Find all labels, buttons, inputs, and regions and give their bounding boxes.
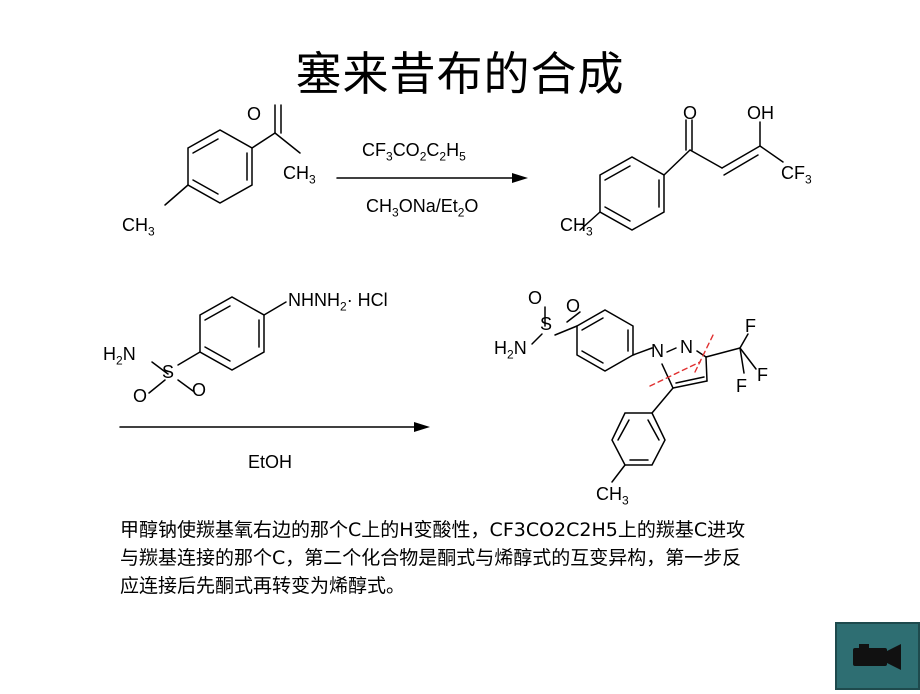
reagent-above-arrow-1: CF3CO2C2H5 — [362, 140, 466, 164]
pyrazole-n1-label: N — [651, 341, 664, 361]
celecoxib-amine-label: H2N — [494, 338, 527, 362]
reactant-molecule — [164, 104, 301, 206]
solvent-label: EtOH — [248, 452, 293, 472]
sulfonyl-oxygen-1-label: O — [133, 386, 148, 406]
celecoxib-methyl-label: CH3 — [596, 484, 629, 508]
fluorine-1-label: F — [745, 316, 756, 336]
enol-product-molecule — [579, 119, 784, 231]
mechanism-note: 甲醇钠使羰基氧右边的那个C上的H变酸性，CF3CO2C2H5上的羰基C进攻与羰基… — [120, 519, 746, 597]
acetyl-methyl-label: CH3 — [283, 163, 316, 187]
slide-title: 塞来昔布的合成 — [295, 47, 625, 101]
sulfur-label: S — [162, 362, 175, 382]
celecoxib-oxygen-top-label: O — [528, 288, 543, 308]
celecoxib-molecule — [531, 306, 757, 483]
product-ring-methyl-label: CH3 — [560, 215, 593, 239]
hydrazine-hcl-label: NHNH2· HCl — [288, 290, 388, 314]
film-camera-icon — [835, 622, 920, 690]
product-keto-oxygen-label: O — [683, 103, 698, 123]
sulfonamide-amine-label: H2N — [103, 344, 136, 368]
fluorine-3-label: F — [736, 376, 747, 396]
pyrazole-n2-label: N — [680, 337, 693, 357]
reaction-arrow-2 — [119, 422, 430, 432]
reagent-below-arrow-1: CH3ONa/Et2O — [366, 196, 479, 220]
product-cf3-label: CF3 — [781, 163, 812, 187]
celecoxib-sulfur-label: S — [540, 314, 553, 334]
sulfonyl-oxygen-2-label: O — [192, 380, 207, 400]
reaction-arrow-1 — [336, 173, 528, 183]
reactant-ring-methyl-label: CH3 — [122, 215, 155, 239]
hydrazine-molecule — [148, 296, 287, 394]
celecoxib-oxygen-right-label: O — [566, 296, 581, 316]
product-enol-oh-label: OH — [747, 103, 774, 123]
fluorine-2-label: F — [757, 365, 768, 385]
ketone-oxygen-label: O — [247, 104, 262, 124]
bond-cut-marks — [649, 332, 715, 387]
nav-button[interactable] — [835, 622, 920, 690]
